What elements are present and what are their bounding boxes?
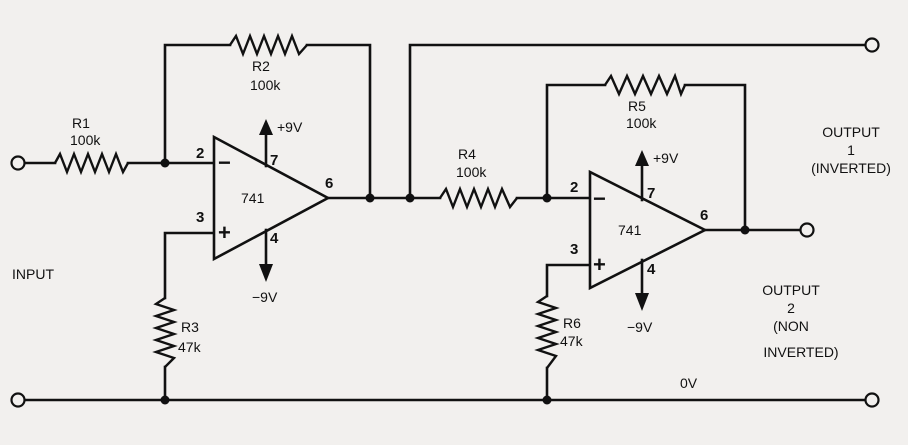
r3-value-label: 47k bbox=[178, 339, 202, 355]
wire-u2-pin3-to-r6 bbox=[545, 263, 592, 298]
output1-label-line1: OUTPUT bbox=[822, 124, 880, 140]
opamp-u2-vneg-arrow-icon bbox=[635, 293, 649, 311]
opamp-u2-supply-neg-label: −9V bbox=[627, 319, 653, 335]
opamp-u1-model-label: 741 bbox=[241, 190, 265, 206]
output2-label-line1: OUTPUT bbox=[762, 282, 820, 298]
junction-dot bbox=[542, 193, 552, 203]
wires bbox=[23, 43, 868, 402]
r5-value-label: 100k bbox=[626, 115, 657, 131]
r1-name-label: R1 bbox=[72, 115, 90, 131]
opamp-u1 bbox=[212, 119, 331, 282]
output1-label-line3: (INVERTED) bbox=[811, 160, 891, 176]
opamp-u2-pin4-label: 4 bbox=[647, 261, 656, 278]
r6-value-label: 47k bbox=[560, 333, 584, 349]
wire-output1-line bbox=[408, 43, 868, 200]
r5-name-label: R5 bbox=[628, 98, 646, 114]
opamp-u1-inverting-sign: − bbox=[218, 150, 231, 175]
opamp-u2-pin3-label: 3 bbox=[570, 241, 578, 258]
ground-label: 0V bbox=[680, 375, 698, 391]
opamp-u2-pin2-label: 2 bbox=[570, 179, 578, 196]
opamp-u1-noninverting-sign: + bbox=[218, 220, 231, 245]
opamp-u1-pin4-label: 4 bbox=[270, 230, 279, 247]
opamp-u2-vpos-arrow-icon bbox=[635, 150, 649, 166]
output2-label-line4: INVERTED) bbox=[763, 344, 838, 360]
wire-r5-loop-right bbox=[683, 83, 747, 232]
resistor-r1 bbox=[53, 150, 130, 176]
terminal-input bbox=[10, 155, 26, 171]
terminals bbox=[10, 37, 880, 408]
resistor-r3 bbox=[152, 297, 178, 368]
output2-label-line2: 2 bbox=[787, 300, 795, 316]
terminal-output1 bbox=[864, 37, 880, 53]
junction-dot bbox=[160, 158, 170, 168]
opamp-u2-supply-pos-label: +9V bbox=[653, 150, 679, 166]
r6-name-label: R6 bbox=[563, 315, 581, 331]
input-label: INPUT bbox=[12, 266, 54, 282]
wire-u1-pin3-to-r3 bbox=[163, 231, 216, 300]
junction-dot bbox=[160, 395, 170, 405]
junctions bbox=[160, 158, 750, 405]
junction-dot bbox=[740, 225, 750, 235]
opamp-u1-pin7-label: 7 bbox=[270, 152, 278, 169]
junction-dot bbox=[365, 193, 375, 203]
opamp-u2-model-label: 741 bbox=[618, 222, 642, 238]
r3-name-label: R3 bbox=[181, 319, 199, 335]
opamp-u1-supply-pos-label: +9V bbox=[277, 119, 303, 135]
wire-r2-loop-left bbox=[163, 43, 232, 165]
r2-value-label: 100k bbox=[250, 77, 281, 93]
opamp-u1-pin6-label: 6 bbox=[325, 175, 333, 192]
output2-label-line3: (NON bbox=[773, 318, 809, 334]
terminal-input-ground bbox=[10, 392, 26, 408]
output1-label-line2: 1 bbox=[847, 142, 855, 158]
r4-name-label: R4 bbox=[458, 146, 476, 162]
junction-dot bbox=[405, 193, 415, 203]
r2-name-label: R2 bbox=[252, 58, 270, 74]
resistor-r2 bbox=[229, 32, 308, 58]
opamp-u1-body bbox=[212, 134, 331, 262]
resistor-r4 bbox=[439, 185, 518, 211]
junction-dot bbox=[542, 395, 552, 405]
r1-value-label: 100k bbox=[70, 132, 101, 148]
opamp-u1-supply-neg-label: −9V bbox=[252, 289, 278, 305]
opamp-u1-vpos-arrow-icon bbox=[259, 119, 273, 135]
opamp-u2-body bbox=[588, 169, 708, 291]
opamp-u2-inverting-sign: − bbox=[593, 186, 606, 211]
opamp-u1-pin2-label: 2 bbox=[196, 145, 204, 162]
opamp-u2-noninverting-sign: + bbox=[593, 252, 606, 277]
terminal-ground-right bbox=[864, 392, 880, 408]
resistor-r5 bbox=[604, 72, 687, 98]
wire-r5-loop-left bbox=[545, 83, 607, 200]
opamp-u2 bbox=[588, 150, 708, 311]
terminal-output2 bbox=[799, 222, 815, 238]
opamp-u1-vneg-arrow-icon bbox=[259, 264, 273, 282]
opamp-u2-pin7-label: 7 bbox=[647, 185, 655, 202]
wire-r2-loop-right bbox=[305, 43, 372, 200]
opamp-u1-pin3-label: 3 bbox=[196, 209, 204, 226]
opamp-u2-pin6-label: 6 bbox=[700, 207, 708, 224]
r4-value-label: 100k bbox=[456, 164, 487, 180]
resistor-r6 bbox=[534, 295, 560, 369]
